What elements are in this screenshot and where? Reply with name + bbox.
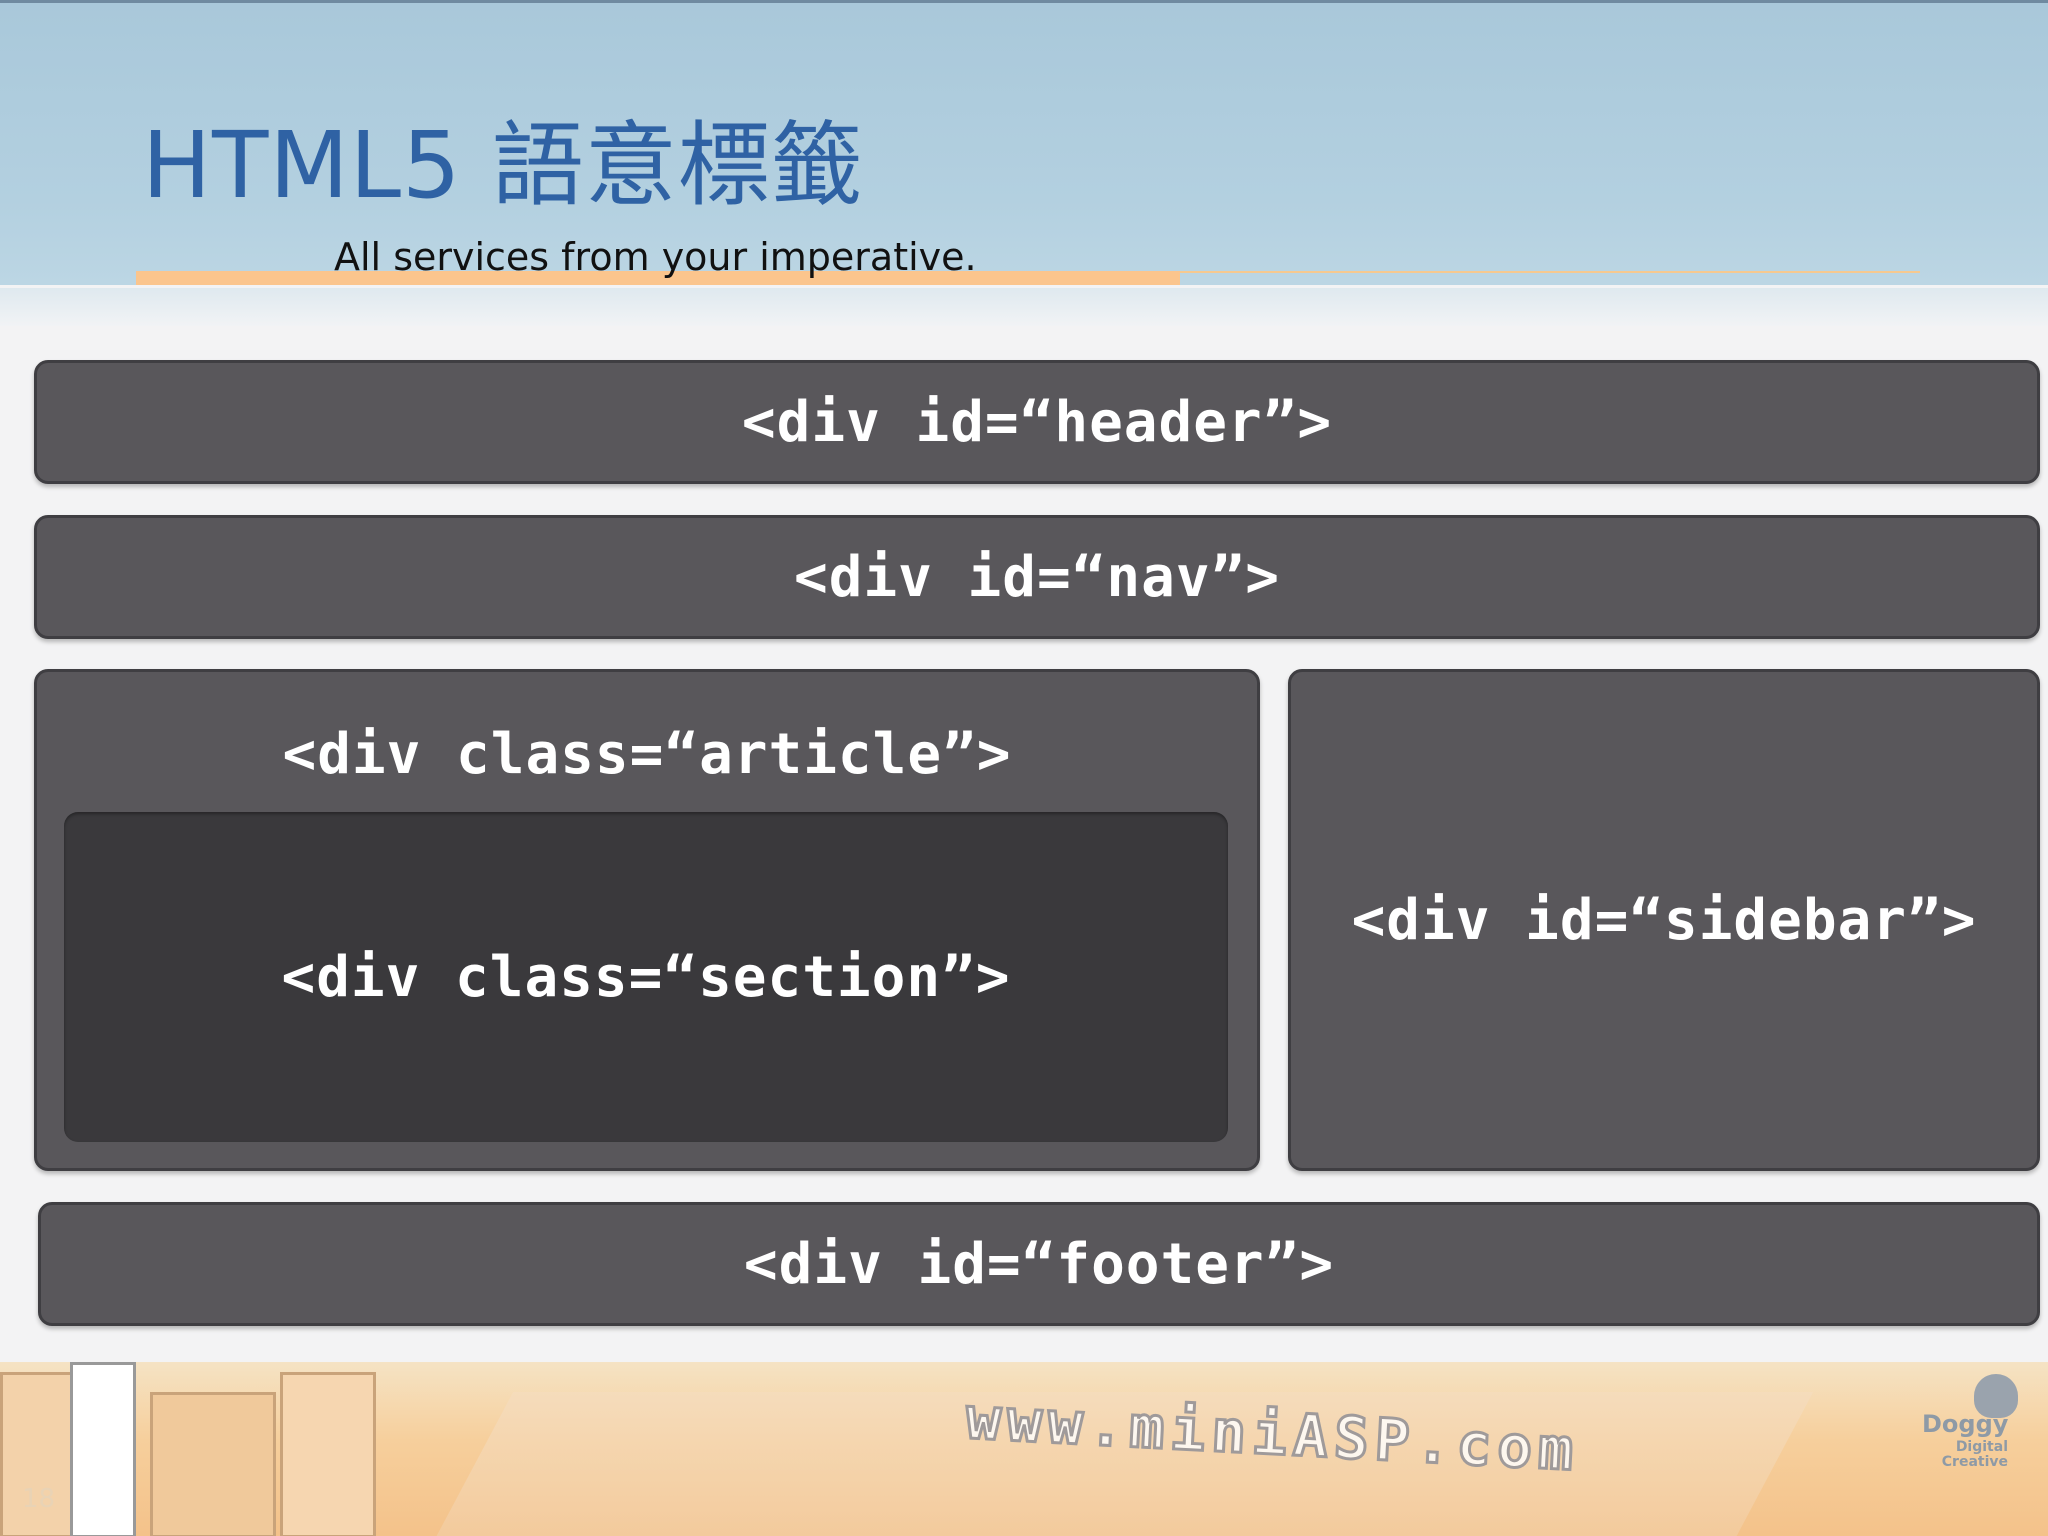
title-band: HTML5 語意標籤 All services from your impera… [0, 0, 2048, 326]
section-div-box: <div class=“section”> [64, 812, 1228, 1142]
header-div-box: <div id=“header”> [34, 360, 2040, 484]
decorative-town-banner: www.miniASP.com Doggy Digital Creative 1… [0, 1362, 2048, 1536]
slide-subtitle: All services from your imperative. [334, 235, 977, 279]
page-number: 18 [22, 1484, 56, 1514]
footer-div-label: <div id=“footer”> [743, 1231, 1335, 1297]
article-div-label: <div class=“article”> [282, 722, 1012, 787]
title-underline-accent [136, 271, 1180, 285]
dog-icon [1974, 1374, 2018, 1418]
doggy-logo: Doggy Digital Creative [1914, 1374, 2034, 1524]
logo-subtitle: Digital Creative [1941, 1439, 2008, 1470]
logo-name: Doggy [1922, 1410, 2009, 1438]
building-graphic [70, 1362, 136, 1536]
sidebar-div-box: <div id=“sidebar”> [1288, 669, 2040, 1171]
nav-div-box: <div id=“nav”> [34, 515, 2040, 639]
section-div-label: <div class=“section”> [281, 944, 1011, 1010]
nav-div-label: <div id=“nav”> [793, 544, 1280, 610]
header-div-label: <div id=“header”> [741, 389, 1333, 455]
title-underline-thin [1180, 271, 1920, 273]
building-graphic [280, 1372, 376, 1536]
building-graphic [150, 1392, 276, 1536]
footer-div-box: <div id=“footer”> [38, 1202, 2040, 1326]
slide-title: HTML5 語意標籤 [142, 112, 864, 219]
sidebar-div-label: <div id=“sidebar”> [1351, 887, 1977, 953]
